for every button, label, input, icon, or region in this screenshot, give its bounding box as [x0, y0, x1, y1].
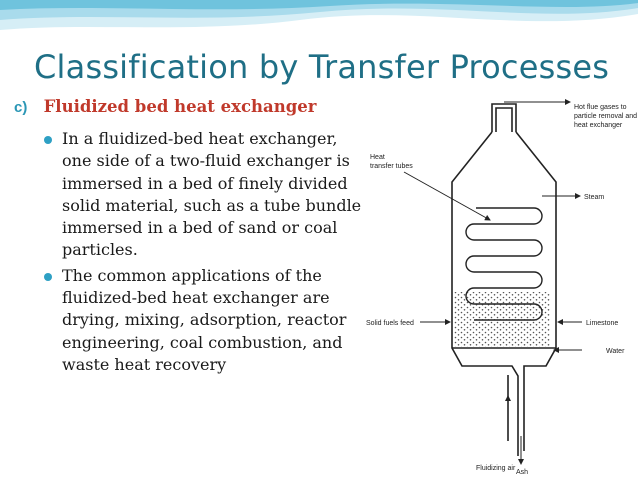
- heat-transfer-tube-coil: [465, 207, 543, 321]
- label-heat-2: transfer tubes: [370, 163, 413, 170]
- decorative-wave-header: [0, 0, 638, 30]
- label-hot-flue-2: particle removal and: [574, 113, 637, 120]
- label-hot-flue-3: heat exchanger: [574, 122, 623, 129]
- fluidized-bed-diagram: Hot flue gases to particle removal and h…: [366, 99, 637, 476]
- label-solid-fuels: Solid fuels feed: [366, 320, 414, 327]
- label-water: Water: [606, 348, 625, 355]
- bullet-applications: The common applications of the fluidized…: [44, 265, 366, 376]
- section-heading: c) Fluidized bed heat exchanger: [14, 97, 316, 117]
- section-title: Fluidized bed heat exchanger: [43, 97, 317, 116]
- label-heat-1: Heat: [370, 154, 385, 161]
- label-fluidizing-air: Fluidizing air: [476, 465, 516, 472]
- flow-arrows: [403, 99, 582, 465]
- slide-title: Classification by Transfer Processes: [34, 48, 610, 86]
- label-hot-flue-1: Hot flue gases to: [574, 104, 627, 111]
- label-limestone: Limestone: [586, 320, 618, 327]
- vessel-outline: [451, 103, 557, 456]
- bullet-definition: In a fluidized-bed heat exchanger, one s…: [44, 128, 366, 262]
- label-ash: Ash: [516, 469, 528, 476]
- section-letter: c): [14, 99, 28, 116]
- label-steam: Steam: [584, 194, 604, 201]
- bullet-list: In a fluidized-bed heat exchanger, one s…: [44, 128, 366, 376]
